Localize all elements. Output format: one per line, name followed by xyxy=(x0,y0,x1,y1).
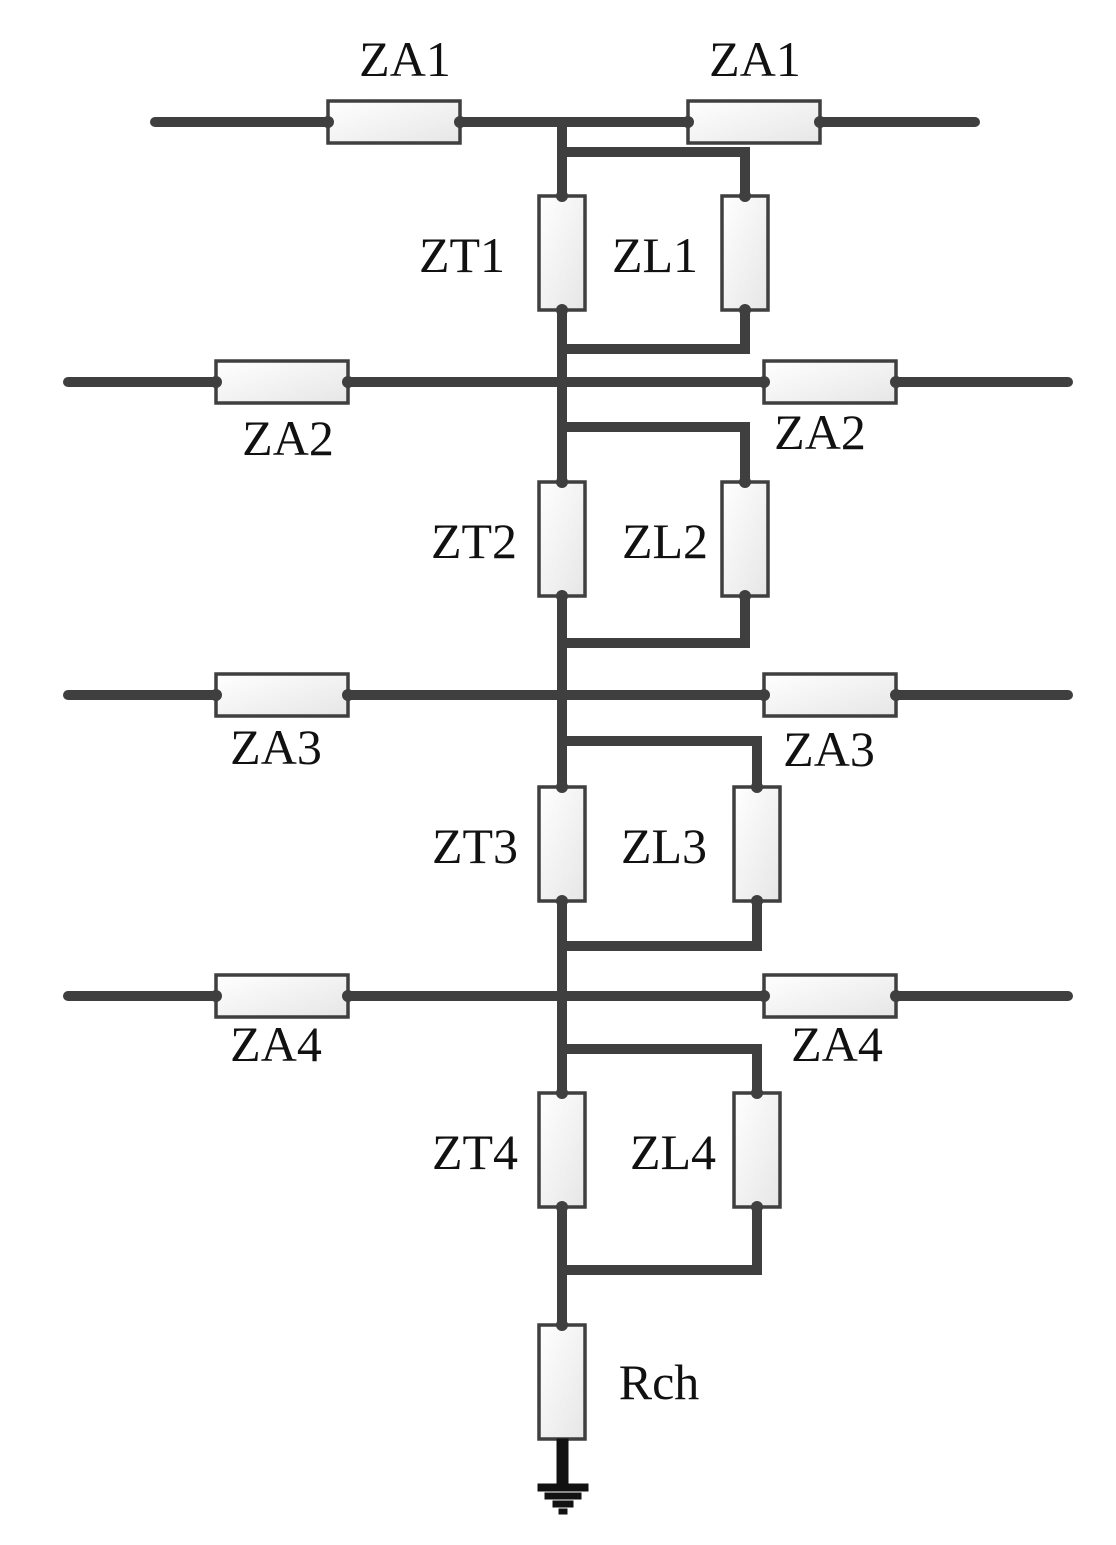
terminal-dot xyxy=(556,304,568,316)
label-za2-left: ZA2 xyxy=(242,410,334,466)
label-zl2: ZL2 xyxy=(622,513,708,569)
terminal-dot xyxy=(342,376,354,388)
label-zl3: ZL3 xyxy=(621,818,707,874)
terminal-dot xyxy=(556,1087,568,1099)
terminal-dot xyxy=(751,1087,763,1099)
terminal-dot xyxy=(758,376,770,388)
label-zl1: ZL1 xyxy=(612,227,698,283)
terminal-dot xyxy=(890,990,902,1002)
label-zt3: ZT3 xyxy=(432,818,518,874)
resistor-za2-right xyxy=(762,359,898,405)
resistor-zt1 xyxy=(537,194,587,312)
label-za1-right: ZA1 xyxy=(709,31,801,87)
wires xyxy=(63,117,1073,1475)
resistors xyxy=(214,99,898,1441)
resistor-zl2 xyxy=(720,480,770,598)
terminal-dot xyxy=(556,590,568,602)
terminal-dot xyxy=(322,116,334,128)
labels: ZA1 ZA1 ZT1 ZL1 ZA2 ZA2 ZT2 ZL2 ZA3 ZA3 … xyxy=(230,31,883,1410)
terminal-dot xyxy=(454,116,466,128)
resistor-zl3 xyxy=(732,785,782,903)
label-za3-right: ZA3 xyxy=(783,721,875,777)
label-za3-left: ZA3 xyxy=(230,719,322,775)
label-rch: Rch xyxy=(619,1354,700,1410)
terminal-dot xyxy=(751,781,763,793)
terminal-dot xyxy=(210,376,222,388)
resistor-za4-right xyxy=(762,973,898,1019)
terminal-dot xyxy=(890,689,902,701)
label-za1-left: ZA1 xyxy=(359,31,451,87)
resistor-zt2 xyxy=(537,480,587,598)
resistor-za3-right xyxy=(762,672,898,718)
label-zl4: ZL4 xyxy=(630,1124,716,1180)
terminal-dots xyxy=(210,116,902,1331)
zl2-loop-wire xyxy=(557,591,750,648)
label-zt2: ZT2 xyxy=(431,513,517,569)
terminal-dot xyxy=(556,1201,568,1213)
terminal-dot xyxy=(556,476,568,488)
zl1-loop-wire xyxy=(557,305,750,354)
label-za2-right: ZA2 xyxy=(774,404,866,460)
terminal-dot xyxy=(556,190,568,202)
resistor-za2-left xyxy=(214,359,350,405)
terminal-dot xyxy=(210,990,222,1002)
label-za4-right: ZA4 xyxy=(791,1016,883,1072)
terminal-dot xyxy=(682,116,694,128)
terminal-dot xyxy=(739,304,751,316)
terminal-dot xyxy=(556,895,568,907)
resistor-zt3 xyxy=(537,785,587,903)
terminal-dot xyxy=(556,1319,568,1331)
resistor-zl1 xyxy=(720,194,770,312)
terminal-dot xyxy=(814,116,826,128)
ground-symbol-icon xyxy=(537,1438,589,1515)
terminal-dot xyxy=(342,689,354,701)
terminal-dot xyxy=(739,190,751,202)
terminal-dot xyxy=(890,376,902,388)
resistor-za1-left xyxy=(326,99,462,145)
resistor-zt4 xyxy=(537,1091,587,1209)
label-za4-left: ZA4 xyxy=(230,1016,322,1072)
terminal-dot xyxy=(739,590,751,602)
zl4-loop-wire xyxy=(557,1202,762,1275)
resistor-zl4 xyxy=(732,1091,782,1209)
label-zt4: ZT4 xyxy=(432,1124,518,1180)
terminal-dot xyxy=(758,990,770,1002)
zl4-loop-wire xyxy=(557,1044,762,1098)
resistor-za1-right xyxy=(686,99,822,145)
terminal-dot xyxy=(751,895,763,907)
zl2-loop-wire xyxy=(557,422,750,487)
zl3-loop-wire xyxy=(557,736,762,792)
resistor-za3-left xyxy=(214,672,350,718)
label-zt1: ZT1 xyxy=(419,227,505,283)
terminal-dot xyxy=(210,689,222,701)
zl3-loop-wire xyxy=(557,896,762,951)
terminal-dot xyxy=(342,990,354,1002)
resistor-rch xyxy=(537,1323,587,1441)
resistor-za4-left xyxy=(214,973,350,1019)
terminal-dot xyxy=(739,476,751,488)
terminal-dot xyxy=(751,1201,763,1213)
terminal-dot xyxy=(758,689,770,701)
terminal-dot xyxy=(556,781,568,793)
zl1-loop-wire xyxy=(557,147,750,201)
